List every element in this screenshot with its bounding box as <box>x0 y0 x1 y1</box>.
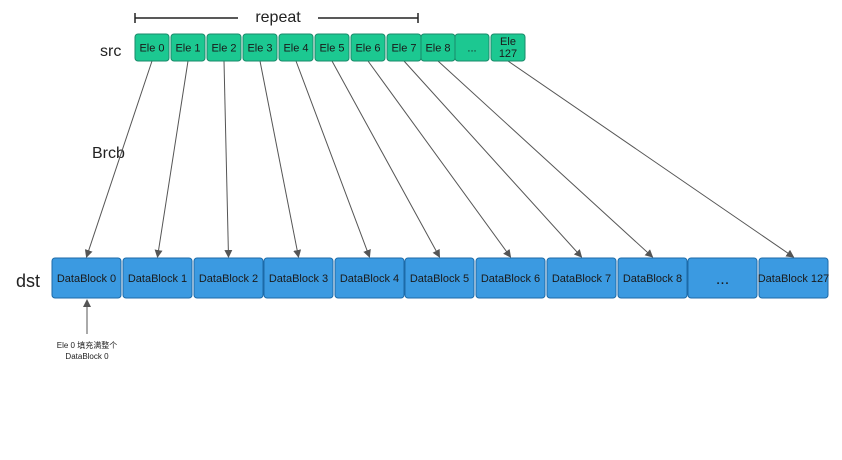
src-element: Ele 0 <box>134 33 170 62</box>
dst-block-box <box>122 257 193 299</box>
dst-block: DataBlock 3 <box>263 257 334 299</box>
src-element: Ele 6 <box>350 33 386 62</box>
broadcast-arrow <box>259 60 302 258</box>
dst-block: DataBlock 1 <box>122 257 193 299</box>
dst-block: DataBlock 0 <box>51 257 122 299</box>
dst-block: DataBlock 2 <box>193 257 264 299</box>
src-element: Ele 1 <box>170 33 206 62</box>
broadcast-arrow <box>331 60 440 258</box>
dst-block-box <box>546 257 617 299</box>
dst-block-label: ... <box>716 271 729 288</box>
dst-block-box <box>687 257 758 299</box>
src-element-box <box>170 33 206 62</box>
note-line-1: Ele 0 填充满整个 <box>57 340 117 350</box>
src-element: Ele 7 <box>386 33 422 62</box>
src-element-label: Ele 4 <box>283 43 308 55</box>
dst-block-label: DataBlock 1 <box>128 273 187 285</box>
dst-block-box <box>617 257 688 299</box>
dst-block: DataBlock 8 <box>617 257 688 299</box>
dst-block-label: DataBlock 3 <box>269 273 328 285</box>
src-element: ... <box>454 33 490 62</box>
src-element: Ele 5 <box>314 33 350 62</box>
brcb-label: Brcb <box>92 145 125 162</box>
dst-block-label: DataBlock 7 <box>552 273 611 285</box>
dst-row: DataBlock 0 DataBlock 1 DataBlock 2 DataBlo… <box>51 257 830 299</box>
broadcast-arrow <box>84 60 153 258</box>
src-element-label: Ele <box>500 36 516 48</box>
dst-label: dst <box>16 271 40 291</box>
dst-block: DataBlock 5 <box>404 257 475 299</box>
src-element-label: Ele 6 <box>355 43 380 55</box>
dst-block-box <box>475 257 546 299</box>
src-element-box <box>350 33 386 62</box>
connection-lines <box>84 60 795 258</box>
dst-block-box <box>193 257 264 299</box>
broadcast-arrow <box>507 60 795 258</box>
src-row: Ele 0 Ele 1 Ele 2 Ele 3 Ele 4 Ele 5 Ele 6 Ele 7… <box>134 33 526 62</box>
broadcast-arrow <box>223 60 233 258</box>
src-element-label: Ele 5 <box>319 43 344 55</box>
src-label: src <box>100 43 121 60</box>
src-element-label: 127 <box>499 48 517 60</box>
dst-block-label: DataBlock 4 <box>340 273 399 285</box>
dst-block-box <box>263 257 334 299</box>
src-element-box <box>454 33 490 62</box>
note-annotation: Ele 0 填充满整个 DataBlock 0 <box>57 299 117 361</box>
src-element: Ele 3 <box>242 33 278 62</box>
src-element-label: Ele 3 <box>247 43 272 55</box>
dst-block-label: DataBlock 8 <box>623 273 682 285</box>
dst-block: DataBlock 127 <box>758 257 830 299</box>
broadcast-arrow <box>295 60 371 258</box>
dst-block-box <box>404 257 475 299</box>
src-element-label: Ele 8 <box>425 43 450 55</box>
dst-block-label: DataBlock 127 <box>758 273 830 285</box>
src-element: Ele 2 <box>206 33 242 62</box>
dst-block-label: DataBlock 5 <box>410 273 469 285</box>
src-element-label: Ele 7 <box>391 43 416 55</box>
src-element-box <box>206 33 242 62</box>
dst-block: ... <box>687 257 758 299</box>
dst-block: DataBlock 4 <box>334 257 405 299</box>
dst-block-label: DataBlock 0 <box>57 273 116 285</box>
repeat-bracket: repeat <box>134 9 419 26</box>
dst-block-box <box>334 257 405 299</box>
src-element-label: ... <box>467 43 476 55</box>
src-element-label: Ele 1 <box>175 43 200 55</box>
broadcast-arrow <box>154 60 189 258</box>
dst-block: DataBlock 7 <box>546 257 617 299</box>
dst-block-label: DataBlock 6 <box>481 273 540 285</box>
repeat-label: repeat <box>255 9 301 26</box>
broadcast-arrow <box>403 60 583 258</box>
dst-block-box <box>758 257 829 299</box>
broadcast-arrow <box>367 60 512 258</box>
src-element-box <box>242 33 278 62</box>
src-element-label: Ele 0 <box>139 43 164 55</box>
note-line-2: DataBlock 0 <box>65 352 109 361</box>
src-element-box <box>134 33 170 62</box>
dst-block-label: DataBlock 2 <box>199 273 258 285</box>
src-element-box <box>314 33 350 62</box>
src-element-label: Ele 2 <box>211 43 236 55</box>
src-element-box <box>278 33 314 62</box>
src-element: Ele 4 <box>278 33 314 62</box>
src-element: Ele 8 <box>420 33 456 62</box>
dst-block: DataBlock 6 <box>475 257 546 299</box>
dst-block-box <box>51 257 122 299</box>
src-element-box <box>490 33 526 62</box>
broadcast-arrow <box>437 60 654 258</box>
